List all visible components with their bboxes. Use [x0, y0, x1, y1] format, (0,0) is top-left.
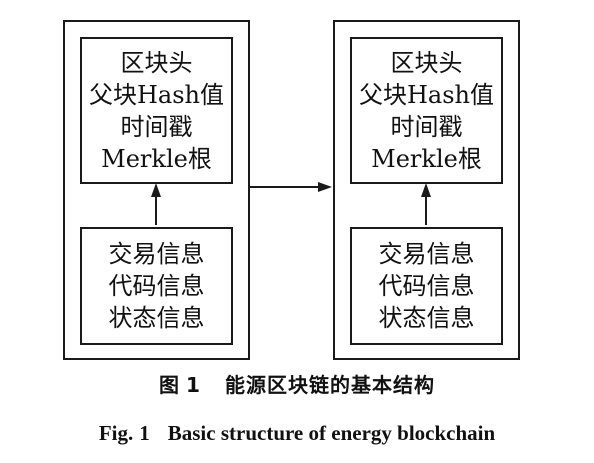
block-header-box: 区块头 父块Hash值 时间戳 Merkle根: [350, 37, 503, 184]
block-right: 区块头 父块Hash值 时间戳 Merkle根 交易信息 代码信息 状态信息: [333, 20, 520, 360]
block-body-box: 交易信息 代码信息 状态信息: [80, 227, 233, 345]
caption-en-text: Basic structure of energy blockchain: [167, 421, 496, 445]
code-info-item: 代码信息: [108, 272, 205, 300]
block-header-title: 区块头: [390, 48, 463, 77]
transaction-info-item: 交易信息: [378, 240, 475, 268]
caption-cn-number: 1: [186, 373, 201, 397]
caption-cn-label: 图: [159, 373, 181, 397]
block-header-title: 区块头: [120, 48, 193, 77]
caption-en-number: 1: [139, 421, 150, 445]
parent-hash-field: 父块Hash值: [358, 80, 494, 109]
timestamp-field: 时间戳: [120, 112, 193, 141]
state-info-item: 状态信息: [108, 304, 205, 332]
code-info-item: 代码信息: [378, 272, 475, 300]
block-header-box: 区块头 父块Hash值 时间戳 Merkle根: [80, 37, 233, 184]
merkle-root-field: Merkle根: [101, 144, 212, 173]
caption-cn-text: 能源区块链的基本结构: [224, 373, 435, 397]
block-body-box: 交易信息 代码信息 状态信息: [350, 227, 503, 345]
state-info-item: 状态信息: [378, 304, 475, 332]
timestamp-field: 时间戳: [390, 112, 463, 141]
arrowhead-right: [318, 182, 332, 192]
figure-caption-english: Fig.1 Basic structure of energy blockchai…: [0, 419, 594, 447]
block-left: 区块头 父块Hash值 时间戳 Merkle根 交易信息 代码信息 状态信息: [63, 20, 250, 360]
merkle-root-field: Merkle根: [371, 144, 482, 173]
parent-hash-field: 父块Hash值: [88, 80, 224, 109]
transaction-info-item: 交易信息: [108, 240, 205, 268]
caption-en-label: Fig.: [98, 421, 134, 445]
